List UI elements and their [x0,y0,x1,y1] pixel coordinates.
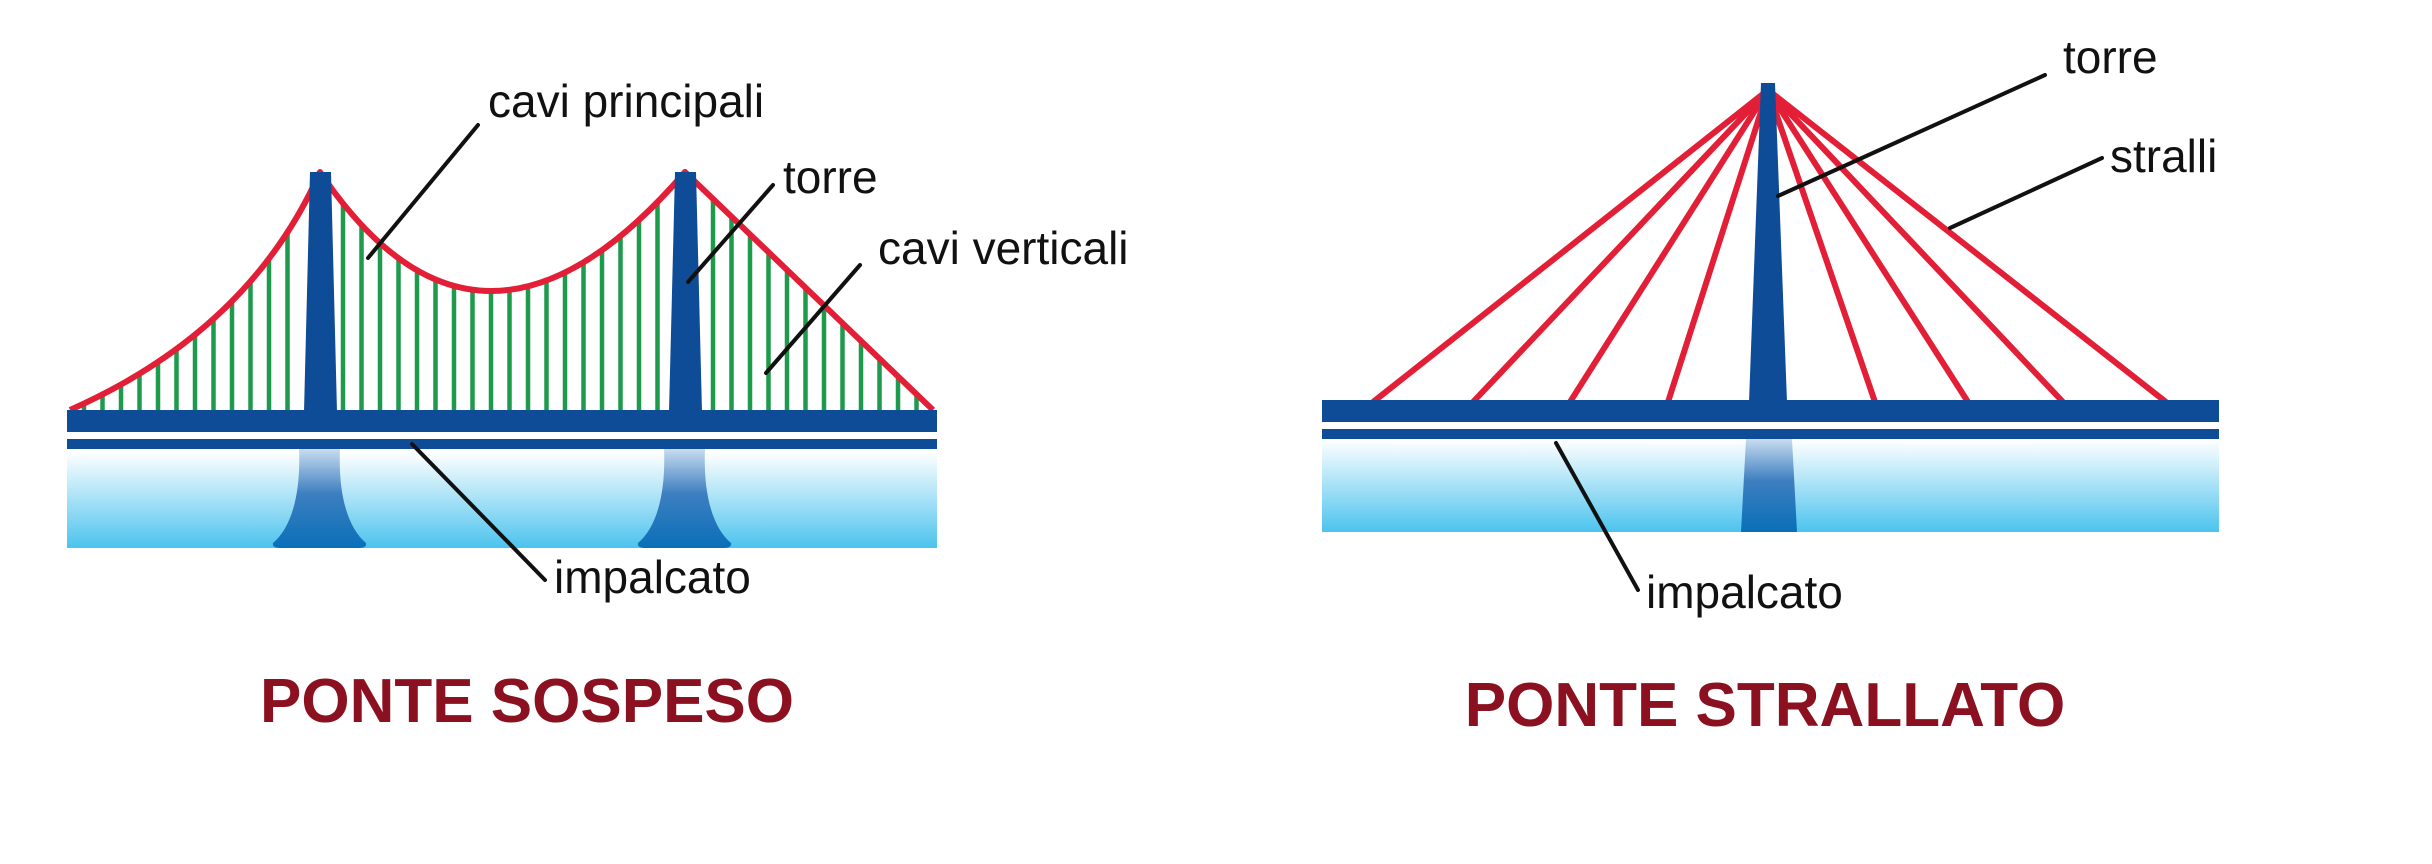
suspension-pier-left [272,449,367,548]
stayed-tower [1749,83,1787,402]
stay-cable [1765,87,2066,405]
title-suspension-bridge: PONTE SOSPESO [260,667,794,736]
label-suspension-tower: torre [783,151,878,203]
stay-cable [1765,88,1971,404]
stay-cable [1665,89,1771,403]
leader-suspension-deck [410,442,547,582]
leader-stays [1948,156,2104,230]
suspension-tower-right [669,172,702,412]
vertical-hangers [81,198,919,410]
suspension-pier-right [637,449,732,548]
label-suspension-deck: impalcato [554,551,751,603]
stay-cables [1371,87,2168,405]
suspension-bridge: cavi principali torre cavi verticali imp… [67,75,1129,736]
label-stayed-deck: impalcato [1646,566,1843,618]
label-hangers: cavi verticali [878,222,1129,274]
stay-cable [1371,87,1770,405]
stayed-deck-top [1322,400,2219,422]
leader-main-cables [366,123,480,260]
suspension-deck-top [67,410,937,432]
stay-cable [1470,87,1771,405]
label-main-cables: cavi principali [488,75,764,127]
leader-stayed-tower [1776,73,2047,198]
label-stays: stralli [2110,130,2217,182]
stayed-pier [1741,439,1797,532]
stay-cable [1567,88,1771,404]
stayed-deck-bottom [1322,429,2219,439]
stay-cable [1766,87,2168,405]
cable-stayed-bridge: torre stralli impalcato PONTE STRALLATO [1322,31,2219,740]
leader-suspension-tower [686,183,775,284]
suspension-tower-left [304,172,337,412]
leader-hangers [764,263,862,375]
label-stayed-tower: torre [2063,31,2158,83]
title-cable-stayed-bridge: PONTE STRALLATO [1465,671,2065,740]
suspension-water [67,452,937,548]
leader-stayed-deck [1554,441,1640,592]
main-cable [68,169,936,413]
stay-cable [1765,89,1878,403]
suspension-deck-bottom [67,439,937,449]
